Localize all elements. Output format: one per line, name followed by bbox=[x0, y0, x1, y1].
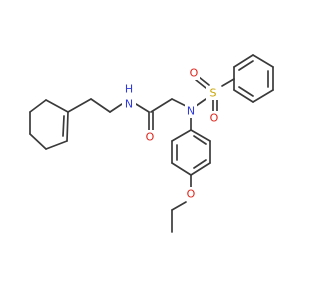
ethoxyphenyl-ring bbox=[171, 129, 211, 176]
molecule-canvas: H N O N S O O O bbox=[29, 54, 274, 233]
sulfonyl-oxygen-left-label: O bbox=[190, 67, 199, 80]
sulfonamide-nitrogen-label: N bbox=[187, 105, 195, 118]
ethoxy-tail bbox=[171, 174, 192, 233]
cyclohexene-ring bbox=[29, 99, 69, 150]
ethyl-linker bbox=[67, 98, 123, 113]
molecule-structure: H N O N S O O O bbox=[29, 54, 274, 233]
amide-nitrogen-label: N bbox=[125, 98, 133, 111]
sulfonyl-group bbox=[195, 76, 235, 113]
sulfonamide-bonds bbox=[190, 98, 207, 131]
atom-labels: H N O N S O O O bbox=[122, 66, 220, 201]
carbonyl-oxygen-label: O bbox=[146, 131, 155, 144]
amide-hydrogen-label: H bbox=[125, 83, 133, 96]
amide-group bbox=[135, 98, 187, 131]
phenyl-ring bbox=[233, 54, 274, 103]
sulfonyl-oxygen-right-label: O bbox=[210, 112, 219, 125]
sulfur-label: S bbox=[210, 87, 217, 100]
ether-oxygen-label: O bbox=[187, 188, 196, 201]
